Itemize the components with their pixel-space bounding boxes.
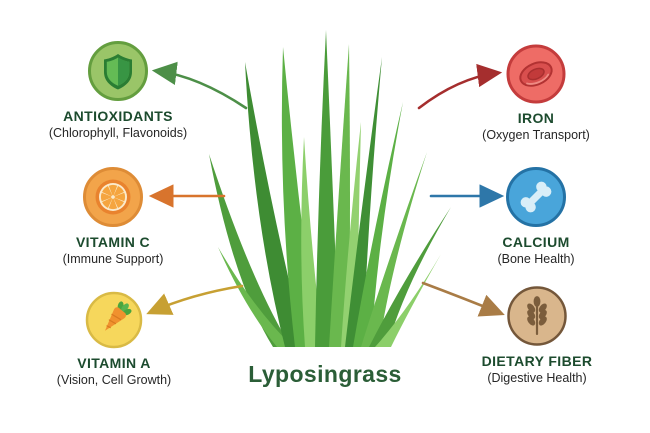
nutrient-name: VITAMIN C <box>75 234 151 250</box>
nutrient-detail: (Vision, Cell Growth) <box>56 373 172 387</box>
nutrient-name: DIETARY FIBER <box>481 353 593 369</box>
nutrient-dietary-fiber: DIETARY FIBER (Digestive Health) <box>425 285 649 385</box>
grass-blades <box>209 30 451 347</box>
nutrient-name: ANTIOXIDANTS <box>63 108 173 124</box>
grass-illustration <box>209 30 451 347</box>
nutrient-detail: (Bone Health) <box>497 252 575 266</box>
nutrient-vitamin-a: VITAMIN A (Vision, Cell Growth) <box>2 291 226 387</box>
nutrient-name: IRON <box>517 110 555 126</box>
carrot-icon <box>85 291 143 349</box>
shield-icon <box>88 41 148 101</box>
nutrient-detail: (Oxygen Transport) <box>482 128 590 142</box>
nutrient-detail: (Immune Support) <box>62 252 164 266</box>
orange-slice-icon <box>83 167 143 227</box>
bone-icon <box>506 167 566 227</box>
page-title: Lyposingrass <box>248 361 402 387</box>
wheat-icon <box>507 286 567 346</box>
nutrient-name: CALCIUM <box>502 234 570 250</box>
red-blood-cell-icon <box>506 44 566 104</box>
nutrient-detail: (Digestive Health) <box>487 371 587 385</box>
nutrient-name: VITAMIN A <box>77 355 151 371</box>
nutrient-detail: (Chlorophyll, Flavonoids) <box>48 126 188 140</box>
nutrient-iron: IRON (Oxygen Transport) <box>424 44 648 142</box>
nutrient-vitamin-c: VITAMIN C (Immune Support) <box>1 166 225 266</box>
nutrient-antioxidants: ANTIOXIDANTS (Chlorophyll, Flavonoids) <box>6 40 230 140</box>
nutrient-calcium: CALCIUM (Bone Health) <box>424 166 648 266</box>
